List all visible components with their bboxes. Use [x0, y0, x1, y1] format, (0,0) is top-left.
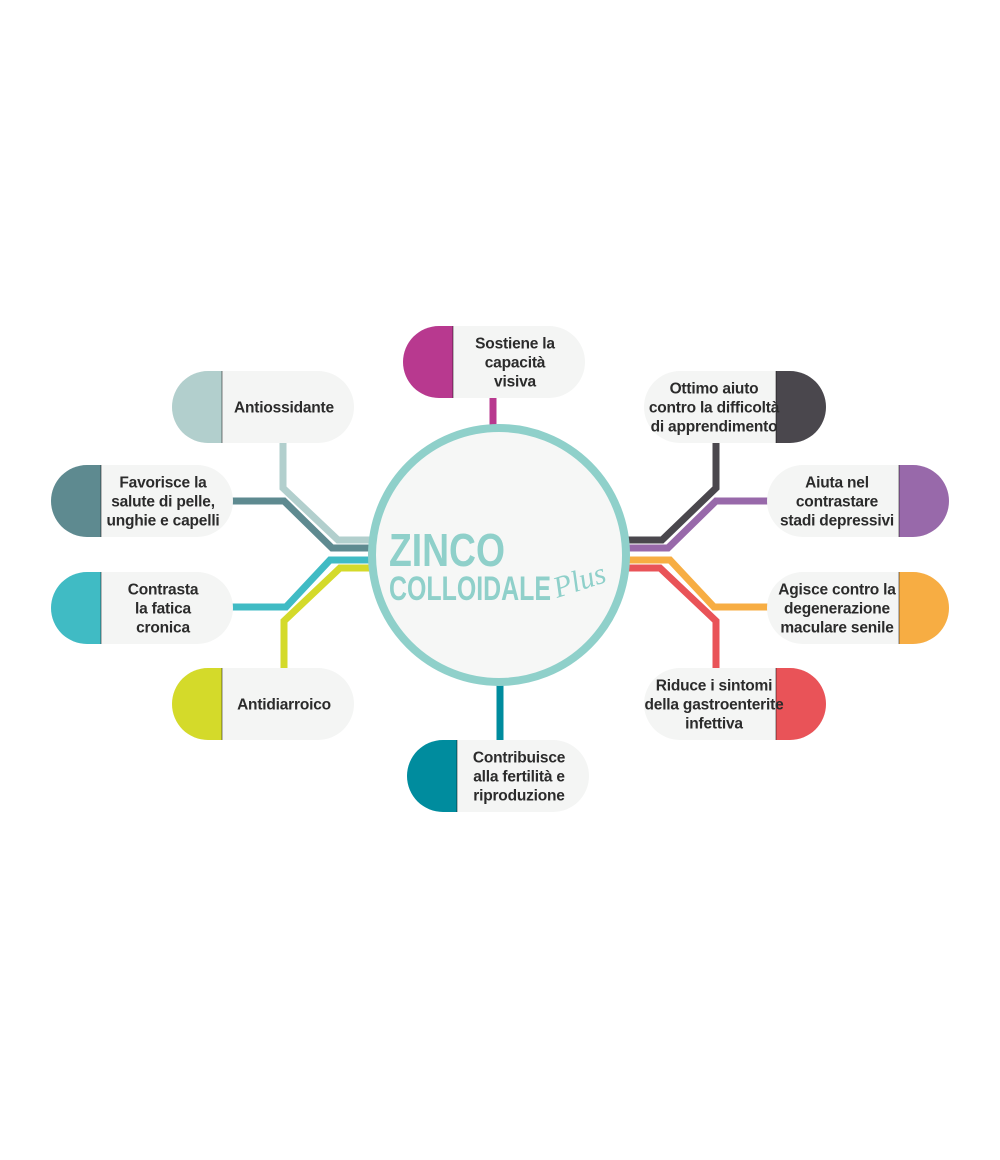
pill-label: Agisce contro la degenerazione maculare se… [778, 582, 896, 637]
pill-cap [899, 572, 949, 644]
pill-label: Ottimo aiuto contro la difficoltà di appre… [649, 381, 780, 436]
pill-contribuisce: Contribuisce alla fertilità e riproduzione [407, 740, 589, 812]
pill-label-line: Contrasta [128, 582, 199, 599]
pill-label-line: capacità [485, 355, 546, 372]
pill-label-line: infettiva [685, 716, 743, 733]
pill-cap [172, 371, 222, 443]
pill-label-line: riproduzione [473, 788, 565, 805]
connector-riduce [626, 564, 720, 668]
pill-cap [899, 465, 949, 537]
connector-antiossidante [279, 442, 374, 544]
pill-ottimo: Ottimo aiuto contro la difficoltà di appre… [644, 371, 826, 443]
pill-label-line: unghie e capelli [106, 513, 219, 530]
pill-aiuta: Aiuta nel contrastare stadi depressivi [767, 465, 949, 537]
pill-antidiarroico: Antidiarroico [172, 668, 354, 740]
pill-label-line: Antiossidante [234, 400, 334, 417]
pill-label-line: Ottimo aiuto [670, 381, 759, 398]
pill-label-line: Aiuta nel [805, 475, 869, 492]
pill-label: Contribuisce alla fertilità e riproduzione [473, 750, 566, 805]
pill-label: Sostiene la capacità visiva [475, 336, 555, 391]
pill-label-line: la fatica [135, 601, 192, 618]
connector-aiuta [626, 497, 768, 552]
benefit-pills: Sostiene la capacità visivaAntiossidanteFa… [51, 326, 949, 812]
pill-label: Aiuta nel contrastare stadi depressivi [780, 475, 894, 530]
pill-favorisce: Favorisce la salute di pelle, unghie e cap… [51, 465, 233, 537]
pill-riduce: Riduce i sintomi della gastroenterite infe… [644, 668, 826, 740]
pill-label-line: stadi depressivi [780, 513, 894, 530]
pill-label: Antidiarroico [237, 697, 331, 714]
pill-label-line: alla fertilità e [473, 769, 565, 786]
pill-label-line: Favorisce la [119, 475, 207, 492]
pill-label-line: degenerazione [784, 601, 891, 618]
pill-label: Antiossidante [234, 400, 334, 417]
pill-contrasta: Contrasta la fatica cronica [51, 572, 233, 644]
pill-agisce: Agisce contro la degenerazione maculare se… [767, 572, 949, 644]
pill-label: Contrasta la fatica cronica [128, 582, 199, 637]
connector-ottimo [626, 442, 720, 544]
pill-label-line: cronica [136, 620, 190, 637]
pill-label-line: Contribuisce [473, 750, 566, 767]
pill-cap [407, 740, 457, 812]
pill-label-line: maculare senile [780, 620, 894, 637]
center-hub: ZINCO COLLOIDALE Plus [368, 424, 630, 686]
pill-label-line: di apprendimento [651, 419, 778, 436]
pill-label-line: salute di pelle, [111, 494, 215, 511]
pill-cap [776, 371, 826, 443]
center-title-line2: COLLOIDALE [389, 570, 551, 608]
pill-label-line: Antidiarroico [237, 697, 331, 714]
pill-label-line: Agisce contro la [778, 582, 896, 599]
pill-label-line: della gastroenterite [645, 697, 785, 714]
pill-sostiene: Sostiene la capacità visiva [403, 326, 585, 398]
pill-cap [51, 465, 101, 537]
pill-label-line: contro la difficoltà [649, 400, 780, 417]
center-circle [368, 424, 630, 686]
pill-label-line: Sostiene la [475, 336, 555, 353]
connector-favorisce [232, 497, 374, 552]
pill-label-line: visiva [494, 374, 536, 391]
connector-contrasta [232, 556, 374, 611]
pill-cap [172, 668, 222, 740]
center-title-line1: ZINCO [389, 524, 505, 576]
pill-label: Favorisce la salute di pelle, unghie e cap… [106, 475, 219, 530]
connector-antidiarroico [280, 564, 374, 668]
pill-label-line: Riduce i sintomi [656, 678, 773, 695]
pill-cap [51, 572, 101, 644]
connector-lines [232, 398, 768, 740]
pill-label: Riduce i sintomi della gastroenterite infe… [645, 678, 785, 733]
pill-label-line: contrastare [796, 494, 879, 511]
connector-agisce [626, 556, 768, 611]
pill-cap [776, 668, 826, 740]
pill-antiossidante: Antiossidante [172, 371, 354, 443]
pill-cap [403, 326, 453, 398]
